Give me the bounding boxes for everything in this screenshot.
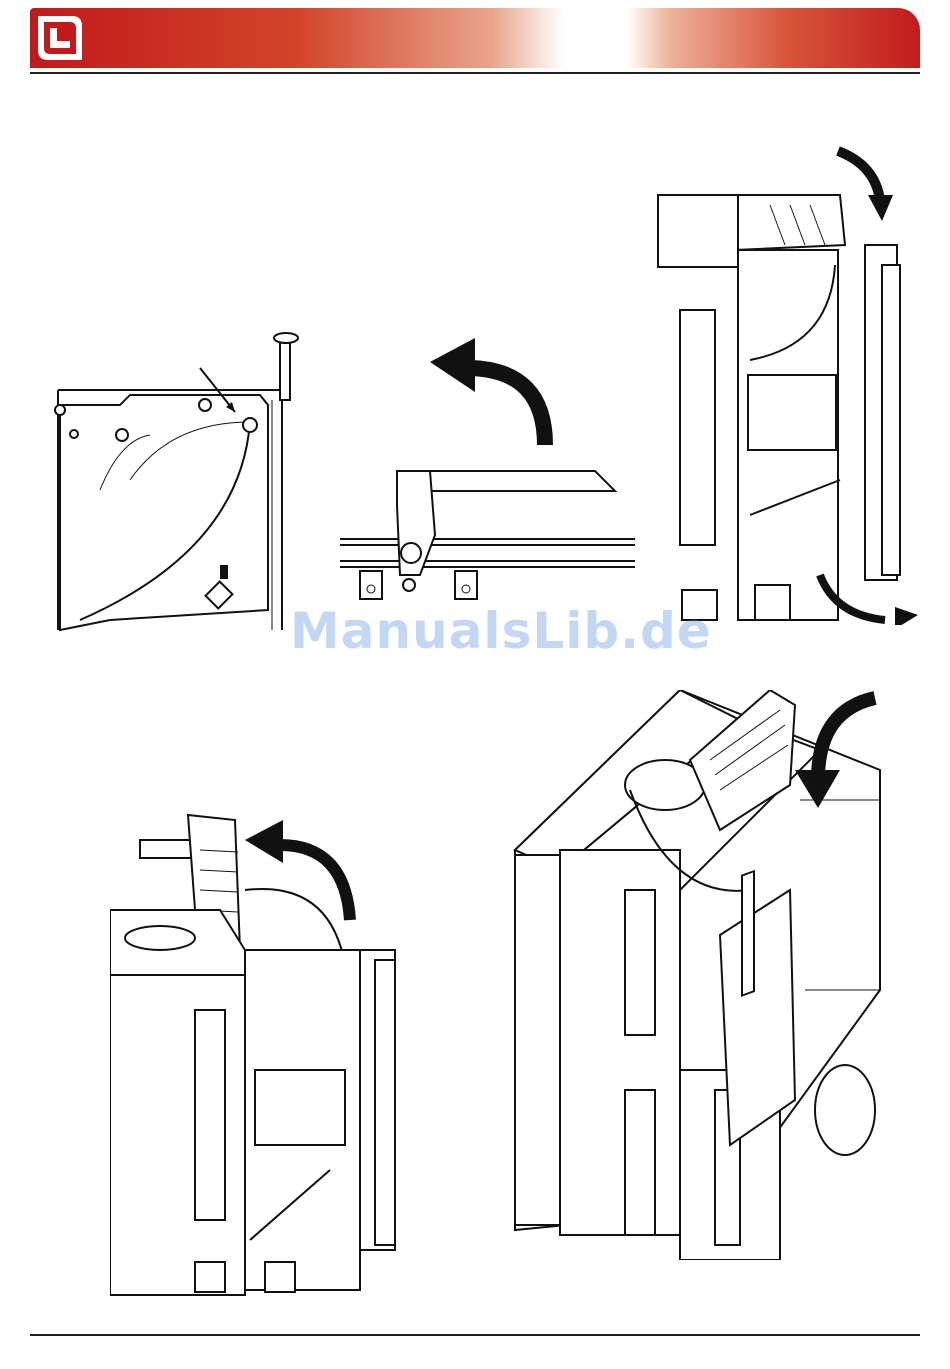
curved-arrow-up-left-icon xyxy=(430,330,560,450)
brand-logo-icon xyxy=(30,8,90,68)
curved-arrow-down-icon xyxy=(780,690,890,810)
figure-isometric-view-lid-open xyxy=(510,690,890,1260)
page-header-banner xyxy=(30,8,920,68)
figure-side-view-door-open xyxy=(650,145,930,625)
curved-arrow-up-right-icon xyxy=(245,815,365,925)
watermark-text: ManualsLib.de xyxy=(290,602,712,660)
figure-side-view-lid-lifted xyxy=(110,800,410,1300)
footer-divider xyxy=(30,1334,920,1336)
header-divider xyxy=(30,72,920,74)
figure-damper-closeup xyxy=(50,330,300,640)
